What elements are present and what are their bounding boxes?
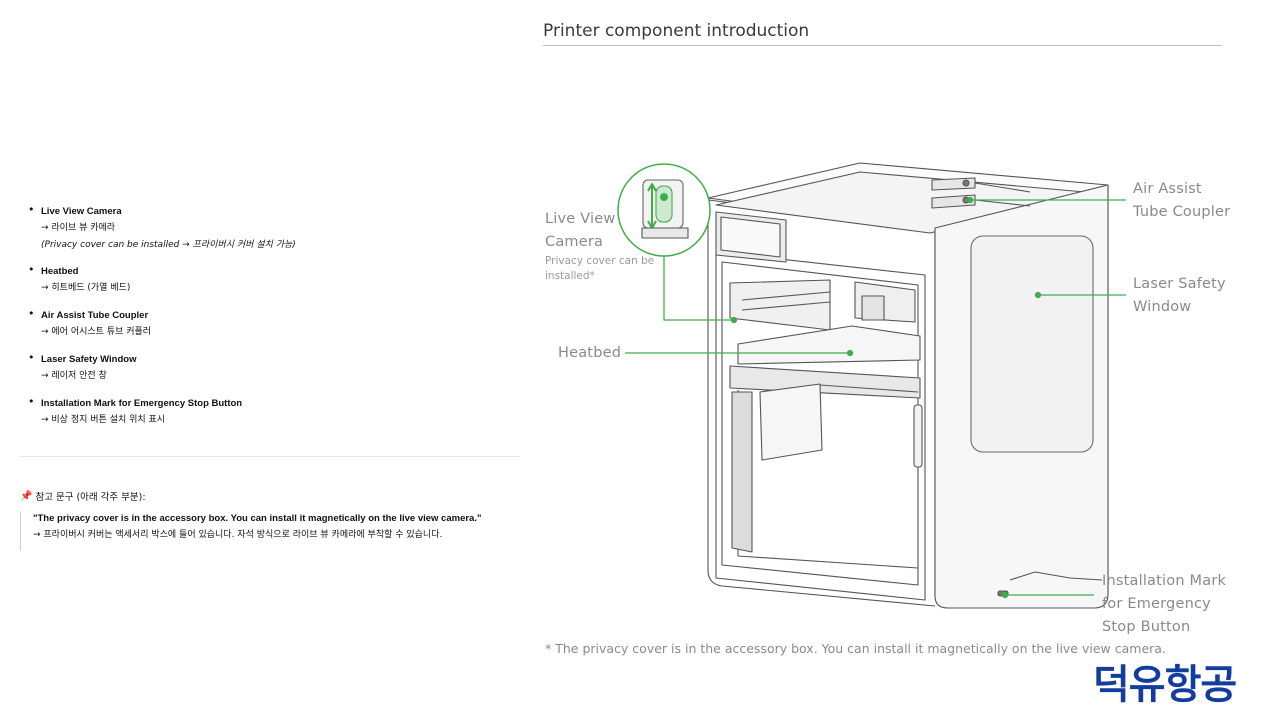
label-line: Stop Button (1102, 619, 1191, 635)
item-title: Installation Mark for Emergency Stop But… (41, 398, 243, 409)
pushpin-icon: 📌 (20, 490, 33, 502)
item-translation: → 비상 정지 버튼 설치 위치 표시 (41, 415, 166, 425)
label-line: Privacy cover can be (545, 255, 655, 267)
label-line: Tube Coupler (1133, 204, 1231, 220)
item-title: Air Assist Tube Coupler (41, 310, 149, 321)
section-divider (20, 456, 520, 457)
component-list: Live View Camera → 라이브 뷰 카메라 (Privacy co… (28, 203, 518, 429)
item-translation: → 라이브 뷰 카메라 (41, 223, 116, 233)
quote-english: "The privacy cover is in the accessory b… (33, 513, 482, 524)
label-live-view-camera: Live View Camera (545, 208, 615, 254)
label-line: Camera (545, 234, 604, 250)
label-line: for Emergency (1102, 596, 1211, 612)
item-translation: → 에어 어시스트 튜브 커플러 (41, 327, 152, 337)
label-emergency-stop: Installation Mark for Emergency Stop But… (1102, 570, 1226, 639)
label-line: installed* (545, 270, 595, 282)
label-heatbed: Heatbed (558, 345, 622, 361)
list-item-live-view-camera: Live View Camera → 라이브 뷰 카메라 (Privacy co… (28, 203, 518, 253)
label-line: Window (1133, 299, 1192, 315)
figure-title: Printer component introduction (543, 21, 810, 41)
quote-korean: → 프라이버시 커버는 액세서리 박스에 들어 있습니다. 자석 방식으로 라이… (33, 530, 443, 540)
label-line: Live View (545, 211, 616, 227)
watermark-logo: 덕유항공 (1093, 662, 1237, 708)
camera-callout (617, 163, 711, 257)
component-notes: Live View Camera → 라이브 뷰 카메라 (Privacy co… (28, 203, 518, 440)
item-title: Heatbed (41, 266, 79, 277)
item-note: (Privacy cover can be installed → 프라이버시 … (41, 240, 296, 250)
reference-quote: "The privacy cover is in the accessory b… (20, 511, 481, 551)
label-line: Air Assist (1133, 181, 1202, 197)
item-title: Live View Camera (41, 206, 122, 217)
item-translation: → 히트베드 (가열 베드) (41, 283, 131, 293)
item-title: Laser Safety Window (41, 354, 137, 365)
list-item-air-assist: Air Assist Tube Coupler → 에어 어시스트 튜브 커플러 (28, 307, 518, 341)
label-line: Laser Safety (1133, 276, 1226, 292)
item-translation: → 레이저 안전 창 (41, 371, 107, 381)
callout-leaders (625, 196, 1126, 599)
touch-display (715, 211, 787, 263)
label-line: Installation Mark (1102, 573, 1227, 589)
list-item-heatbed: Heatbed → 히트베드 (가열 베드) (28, 263, 518, 297)
label-laser-window: Laser Safety Window (1133, 273, 1226, 319)
figure-footnote: * The privacy cover is in the accessory … (545, 641, 1166, 656)
label-privacy-cover: Privacy cover can be installed* (545, 254, 654, 284)
reference-heading: 📌 참고 문구 (아래 각주 부분): (20, 489, 146, 504)
figure-title-rule (543, 45, 1222, 46)
list-item-laser-window: Laser Safety Window → 레이저 안전 창 (28, 351, 518, 385)
list-item-emergency-stop: Installation Mark for Emergency Stop But… (28, 395, 518, 429)
label-air-assist: Air Assist Tube Coupler (1133, 178, 1230, 224)
printer-internals (729, 279, 923, 569)
laser-safety-window (970, 235, 1094, 453)
reference-heading-text: 참고 문구 (아래 각주 부분): (35, 492, 146, 503)
